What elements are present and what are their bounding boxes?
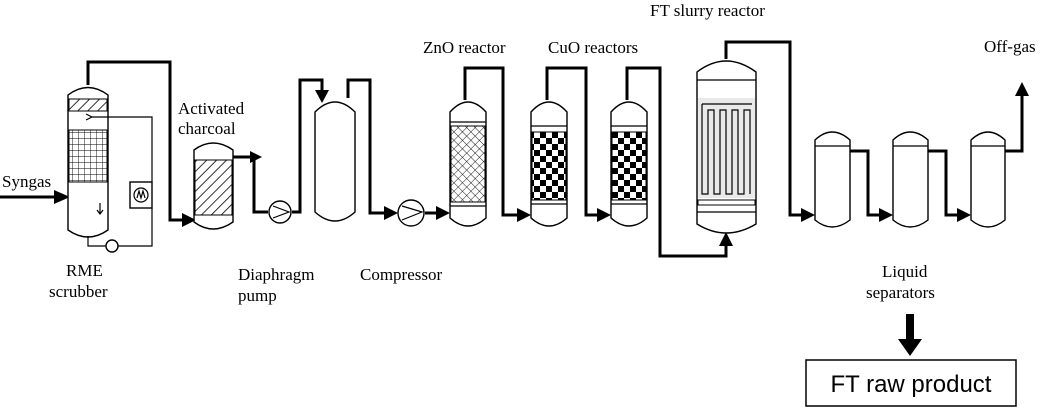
separator2-to-separator3-pipe <box>928 149 960 217</box>
recirculation-suction-line <box>87 236 106 247</box>
ft-to-separator1-pipe <box>724 40 804 217</box>
recirculation-inlet-mark <box>85 113 94 121</box>
diaphragm-pump-label-line1: Diaphragm <box>238 265 314 284</box>
tank-to-compressor-pipe <box>346 78 386 215</box>
ft-gas-distributor <box>697 199 756 206</box>
recirculation-return-line <box>92 116 153 182</box>
cuo-bed-1 <box>531 131 567 201</box>
diaphragm-pump-label-line2: pump <box>238 286 277 305</box>
liquid-separators-label-line2: separators <box>866 283 935 302</box>
heat-exchanger-coil <box>133 187 149 203</box>
zno-bed <box>450 125 486 203</box>
charcoal-inlet-arrow <box>182 213 196 227</box>
heat-exchanger-zigzag <box>136 188 146 201</box>
labels: Syngas RME scrubber Activated charcoal D… <box>2 1 1036 398</box>
ft-raw-product-label: FT raw product <box>831 371 992 398</box>
offgas-arrow <box>1015 82 1029 96</box>
compressor <box>397 199 425 227</box>
pipes <box>0 40 1029 356</box>
cuo2-inlet-arrow <box>597 208 611 222</box>
cuo1-to-cuo2-pipe <box>545 66 600 217</box>
separator-1 <box>814 131 851 228</box>
scrubber-packing <box>68 129 108 183</box>
off-gas-label: Off-gas <box>984 37 1036 56</box>
zno-to-cuo1-pipe <box>463 66 520 217</box>
rme-scrubber-label-line1: RME <box>66 261 103 280</box>
separator3-inlet-arrow <box>957 208 971 222</box>
liquid-separators <box>814 131 1006 228</box>
ft-slurry-reactor-label: FT slurry reactor <box>650 1 765 20</box>
separator-2 <box>892 131 929 228</box>
ft-inlet-arrow <box>719 232 733 246</box>
recirculation-pump <box>105 239 119 253</box>
product-arrow-head <box>898 339 922 356</box>
compressor-inlet-arrow <box>384 206 398 220</box>
diaphragm-pump <box>268 200 292 224</box>
rme-scrubber-label-line2: scrubber <box>49 282 108 301</box>
cuo2-to-ft-pipe <box>625 66 728 258</box>
cuo-reactor-1 <box>530 101 568 227</box>
activated-charcoal-vessel <box>193 142 234 230</box>
separator1-to-separator2-pipe <box>850 149 882 217</box>
pump-to-tank-pipe <box>292 78 324 214</box>
zno-reactor-label: ZnO reactor <box>423 38 506 57</box>
separator2-inlet-arrow <box>879 208 893 222</box>
scrubber-liquid-mark <box>96 203 104 215</box>
tank-inlet-arrow <box>315 90 329 103</box>
cuo-bed-2 <box>611 131 647 201</box>
diaphragm-pump-symbol <box>272 205 291 219</box>
cuo-reactor-2 <box>610 101 648 227</box>
charcoal-outlet-arrow <box>250 151 262 163</box>
cuo1-inlet-arrow <box>517 208 531 222</box>
activated-charcoal-label-line2: charcoal <box>178 119 236 138</box>
liquid-separators-label-line1: Liquid <box>882 262 928 281</box>
offgas-pipe <box>1005 96 1024 153</box>
scrubber-top-packing <box>68 98 108 112</box>
syngas-inlet-arrow <box>54 190 70 204</box>
ft-slurry-reactor <box>696 60 757 234</box>
activated-charcoal-label-line1: Activated <box>178 99 245 118</box>
compressor-label: Compressor <box>360 265 443 284</box>
ft-raw-product-box <box>805 359 1017 407</box>
charcoal-to-pump-pipe <box>233 155 268 214</box>
separator1-inlet-arrow <box>801 208 815 222</box>
zno-inlet-arrow <box>436 206 450 220</box>
heat-exchanger <box>129 181 153 209</box>
ft-cooling-coil <box>701 103 752 195</box>
cuo-reactors-label: CuO reactors <box>548 38 638 57</box>
rme-scrubber <box>67 86 153 253</box>
syngas-label: Syngas <box>2 172 51 191</box>
recirculation-line-bottom <box>118 208 153 247</box>
zno-reactor <box>449 101 487 227</box>
charcoal-bed <box>194 159 233 216</box>
separator-3 <box>970 131 1006 228</box>
buffer-tank <box>314 101 356 222</box>
product-arrow-shaft <box>906 314 914 340</box>
compressor-symbol <box>401 205 424 221</box>
scrubber-to-charcoal-pipe <box>86 60 186 222</box>
